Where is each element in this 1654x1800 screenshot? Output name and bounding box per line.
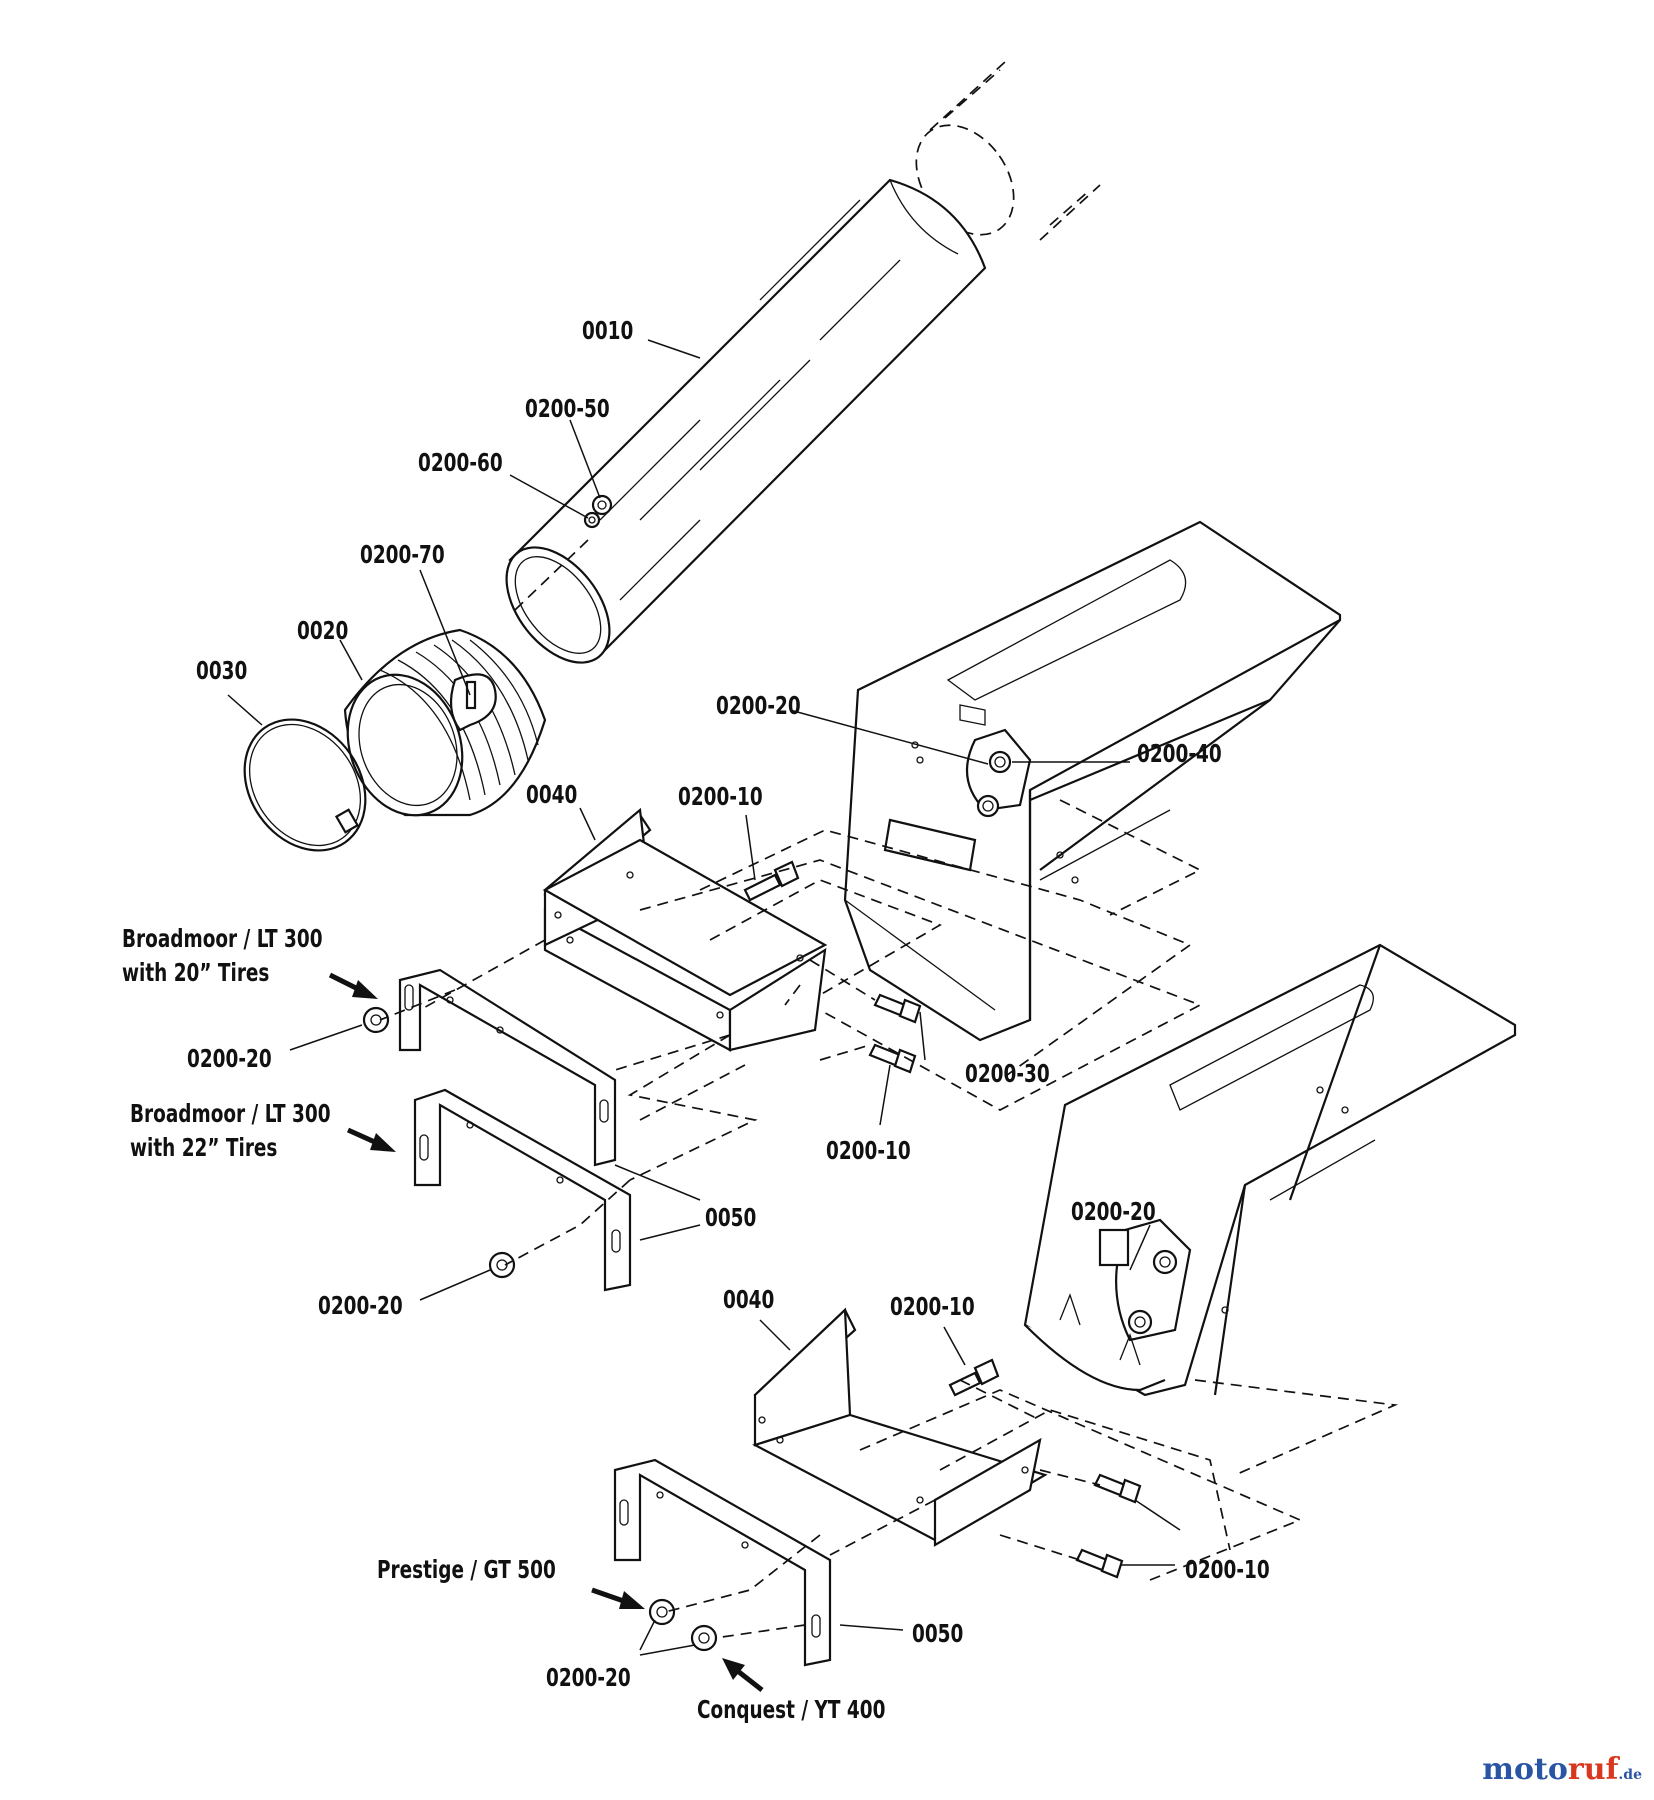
watermark-accent: ruf — [1567, 1752, 1619, 1787]
bolt-0200-10-d1 — [1093, 1473, 1142, 1504]
tube-washer-0200-60 — [583, 511, 601, 529]
label-0200-60: 0200-60 — [418, 448, 503, 477]
label-0040-lower: 0040 — [723, 1285, 775, 1314]
label-0200-50: 0200-50 — [525, 394, 610, 423]
label-0200-30: 0200-30 — [965, 1059, 1050, 1088]
label-0050-lower: 0050 — [912, 1619, 964, 1648]
bolt-0200-10-a — [743, 860, 800, 902]
label-0200-10-lower-a: 0200-10 — [890, 1292, 975, 1321]
label-0200-20-broadmoor-22: 0200-20 — [318, 1291, 403, 1320]
label-0200-20-broadmoor-20: 0200-20 — [187, 1044, 272, 1073]
nut-0200-20-d — [690, 1624, 718, 1652]
callout-broadmoor-22-line2: with 22” Tires — [130, 1133, 278, 1162]
bolt-0200-10-c — [948, 1358, 1000, 1397]
tube-nut-0200-50 — [591, 494, 613, 516]
assembly-dashed-lines — [379, 539, 1399, 1639]
label-0200-10-upper: 0200-10 — [678, 782, 763, 811]
arrow-conquest — [722, 1658, 764, 1692]
bagger-housing-lower — [1023, 943, 1517, 1397]
bracket-0050-lower — [613, 1458, 832, 1667]
bagger-housing-upper — [843, 520, 1342, 1042]
callout-broadmoor-22-tires: Broadmoor / LT 300 with 22” Tires — [130, 1097, 331, 1165]
hose-clamp-0030 — [243, 718, 367, 852]
label-0200-10-mid: 0200-10 — [826, 1136, 911, 1165]
bracket-0050-22in — [413, 1088, 632, 1292]
nut-0200-20-b — [488, 1251, 516, 1279]
callout-broadmoor-20-line2: with 20” Tires — [122, 958, 270, 987]
arrow-prestige — [591, 1587, 645, 1609]
bracket-0050-20in — [398, 968, 617, 1167]
leader-lines — [227, 339, 1181, 1656]
arrow-broadmoor-22 — [346, 1127, 396, 1152]
label-0040-upper: 0040 — [526, 780, 578, 809]
watermark-main: moto — [1482, 1752, 1568, 1787]
flex-hose-0020 — [343, 628, 547, 817]
label-0200-20-upper-housing: 0200-20 — [716, 691, 801, 720]
label-0200-40: 0200-40 — [1137, 739, 1222, 768]
nut-0200-20-c — [648, 1598, 676, 1626]
bolt-0200-10-d2 — [1075, 1548, 1124, 1579]
nut-0200-20-a — [362, 1006, 390, 1034]
label-0030: 0030 — [196, 656, 248, 685]
label-0200-20-lower: 0200-20 — [546, 1663, 631, 1692]
bracket-0040-upper — [542, 807, 828, 1052]
callout-prestige: Prestige / GT 500 — [377, 1555, 556, 1584]
bolt-0200-10-b — [868, 1043, 917, 1074]
label-0020: 0020 — [297, 616, 349, 645]
bolt-0200-30 — [873, 993, 922, 1024]
arrow-broadmoor-20 — [328, 972, 378, 999]
label-0200-10-lower-b: 0200-10 — [1185, 1555, 1270, 1584]
callout-conquest: Conquest / YT 400 — [697, 1695, 886, 1724]
watermark-suffix: .de — [1618, 1767, 1642, 1783]
label-0200-20-lower-housing: 0200-20 — [1071, 1197, 1156, 1226]
label-0050-upper: 0050 — [705, 1203, 757, 1232]
motoruf-watermark-logo: motoruf.de — [1482, 1755, 1642, 1785]
label-0200-70: 0200-70 — [360, 540, 445, 569]
callout-broadmoor-20-line1: Broadmoor / LT 300 — [122, 924, 323, 953]
label-0010: 0010 — [582, 316, 634, 345]
bracket-0040-lower — [752, 1307, 1048, 1547]
callout-broadmoor-20-tires: Broadmoor / LT 300 with 20” Tires — [122, 922, 323, 990]
chute-tube-0010 — [505, 178, 987, 664]
callout-broadmoor-22-line1: Broadmoor / LT 300 — [130, 1099, 331, 1128]
